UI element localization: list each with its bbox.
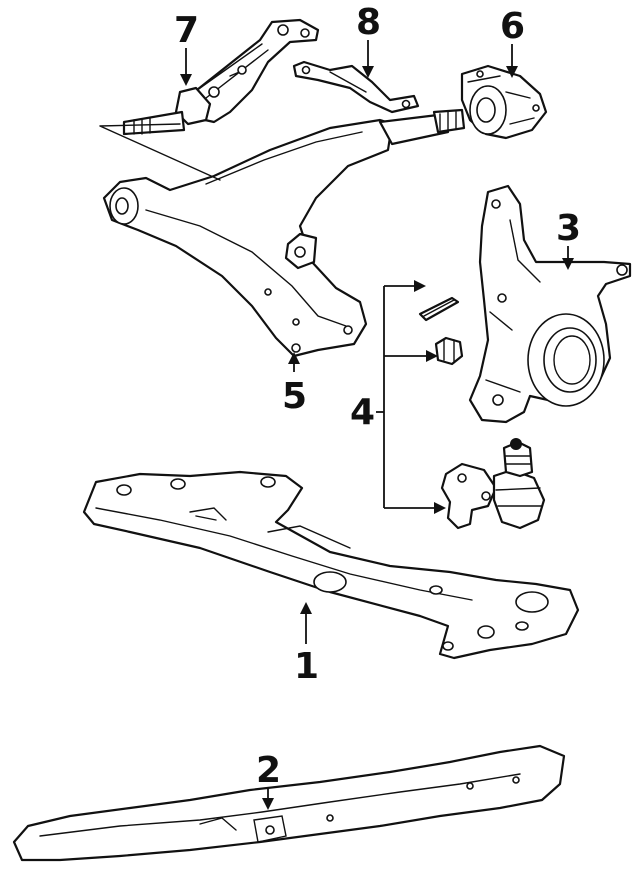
part-6-bushing <box>460 64 548 140</box>
part-4-ball-joint-kit <box>418 296 546 530</box>
part-7-arm-bracket <box>122 18 320 136</box>
callout-3: 3 <box>556 208 581 249</box>
callout-2: 2 <box>256 750 281 791</box>
part-8-bracket <box>292 60 420 114</box>
callout-7: 7 <box>174 10 199 51</box>
part-3-steering-knuckle <box>468 184 632 424</box>
callout-1: 1 <box>294 646 319 687</box>
callout-4: 4 <box>350 392 375 433</box>
callout-6: 6 <box>500 6 525 47</box>
part-1-crossmember <box>82 470 580 660</box>
callout-8: 8 <box>356 2 381 43</box>
callout-5: 5 <box>282 376 307 417</box>
callout-labels: 7 8 6 3 5 4 1 2 <box>174 2 581 791</box>
part-2-under-cover <box>12 744 566 862</box>
callout-leaders <box>180 40 574 810</box>
part-5-lower-control-arm <box>99 108 466 358</box>
